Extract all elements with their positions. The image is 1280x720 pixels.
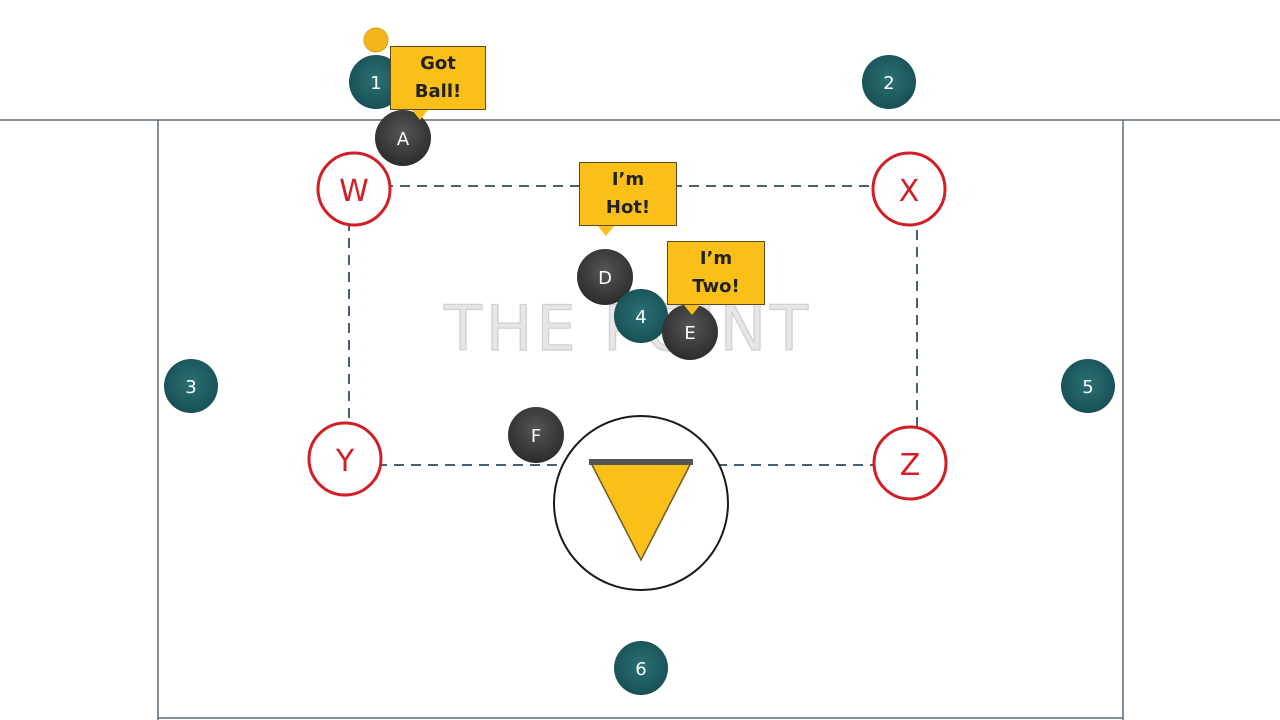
marker-z: Z	[872, 425, 948, 501]
callout-im-two: I’m Two!	[667, 241, 765, 305]
marker-w: W	[316, 151, 392, 227]
offense-player-6-label: 6	[635, 659, 646, 680]
offense-player-6: 6	[614, 641, 668, 695]
offense-player-5-label: 5	[1082, 377, 1093, 398]
callout-im-two-tail	[684, 305, 700, 315]
marker-y-label: Y	[335, 444, 355, 479]
defense-player-e-label: E	[684, 323, 695, 344]
defense-player-e: E	[662, 304, 718, 360]
offense-player-5: 5	[1061, 359, 1115, 413]
defense-player-d: D	[577, 249, 633, 305]
offense-player-3: 3	[164, 359, 218, 413]
ball-icon	[363, 27, 389, 53]
marker-x: X	[871, 151, 947, 227]
defense-player-f-label: F	[531, 426, 541, 447]
offense-player-1: 1	[349, 55, 403, 109]
offense-player-4-label: 4	[635, 307, 646, 328]
offense-player-2: 2	[862, 55, 916, 109]
marker-z-label: Z	[900, 448, 921, 483]
marker-x-label: X	[899, 174, 920, 209]
callout-got-ball-tail	[412, 110, 428, 120]
offense-player-4: 4	[614, 289, 668, 343]
defense-player-f: F	[508, 407, 564, 463]
offense-player-2-label: 2	[883, 73, 894, 94]
defense-player-d-label: D	[598, 268, 612, 289]
callout-im-hot: I’m Hot!	[579, 162, 677, 226]
offense-player-3-label: 3	[185, 377, 196, 398]
callout-im-hot-tail	[598, 226, 614, 236]
defense-player-a: A	[375, 110, 431, 166]
defense-player-a-label: A	[397, 129, 410, 150]
offense-player-1-label: 1	[370, 73, 381, 94]
goal-bar	[589, 459, 693, 465]
marker-y: Y	[307, 421, 383, 497]
callout-got-ball: Got Ball!	[390, 46, 486, 110]
marker-w-label: W	[339, 174, 369, 209]
